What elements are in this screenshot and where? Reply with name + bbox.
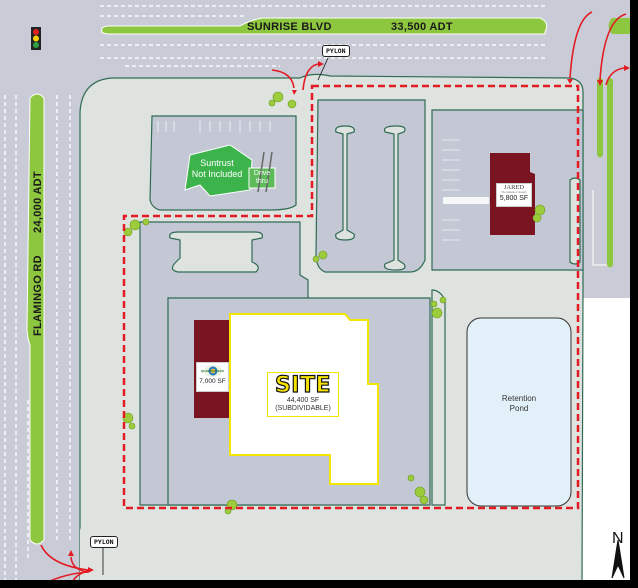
site-card[interactable]: SITE 44,400 SF (SUBDIVIDABLE) <box>267 372 339 417</box>
site-area: 44,400 SF <box>286 397 320 404</box>
quarterdeck-logo: QUARTERDECK <box>200 369 225 373</box>
flamingo-median <box>26 93 45 545</box>
sunrise-blvd-label: SUNRISE BLVD <box>247 21 332 33</box>
pond-label-line2: Pond <box>509 404 529 413</box>
retention-pond <box>466 317 572 507</box>
suntrust-building <box>184 144 253 197</box>
suntrust-note: Not Included <box>191 169 243 179</box>
flamingo-traffic-count: 24,000 ADT <box>32 171 44 233</box>
property-boundary <box>122 84 580 510</box>
quarterdeck-logo-icon: QUARTERDECK <box>201 365 224 377</box>
north-arrow <box>611 539 625 579</box>
suntrust-name: Suntrust <box>200 158 234 168</box>
flamingo-rd-label: FLAMINGO RD <box>32 255 44 336</box>
jared-area: 5,800 SF <box>499 195 529 202</box>
adjacent-parcel <box>582 298 638 588</box>
sunrise-median <box>101 17 548 35</box>
traffic-light-icon <box>31 27 41 50</box>
drive-thru-label: Drive thru <box>249 170 275 186</box>
pylon-sign-south: PYLON <box>90 536 118 548</box>
site-subdividable-note: (SUBDIVIDABLE) <box>275 405 331 412</box>
pond-label-line1: Retention <box>501 394 537 403</box>
jared-logo-sub: The Galleria of Jewelry <box>501 191 527 194</box>
jared-logo: JARED <box>503 184 525 191</box>
quarterdeck-area: 7,000 SF <box>199 378 226 385</box>
quarterdeck-tenant-card[interactable]: QUARTERDECK 7,000 SF <box>196 362 229 392</box>
drive-thru-line2: thru <box>255 178 269 185</box>
jared-tenant-card[interactable]: JARED The Galleria of Jewelry 5,800 SF <box>496 183 532 207</box>
retention-pond-label: Retention Pond <box>489 394 549 414</box>
suntrust-label: Suntrust Not Included <box>184 158 250 180</box>
sunrise-traffic-count: 33,500 ADT <box>391 21 453 33</box>
site-title: SITE <box>274 373 332 398</box>
pylon-sign-north: PYLON <box>322 45 350 57</box>
compass-north-label: N <box>612 530 624 547</box>
drive-thru-line1: Drive <box>253 170 271 177</box>
